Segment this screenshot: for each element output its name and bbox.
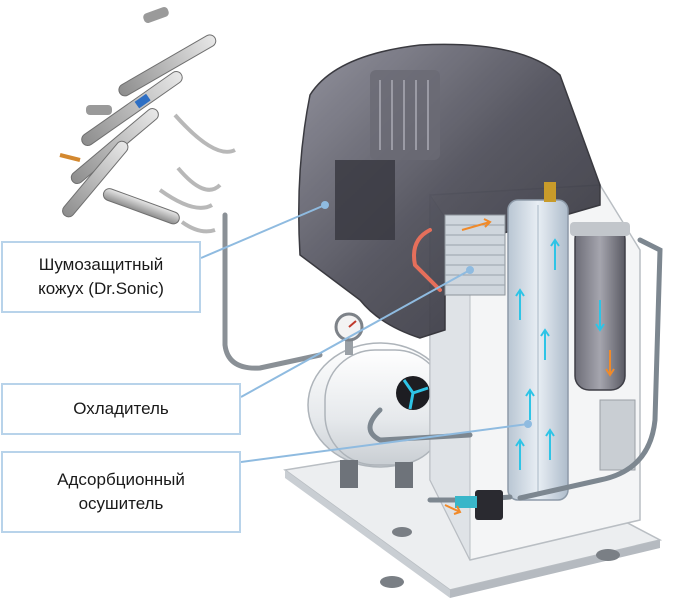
callout-adsorption-dryer: Адсорбционный осушитель [1, 451, 241, 533]
air-piping [222, 212, 663, 503]
callout-noise-shield-housing: Шумозащитный кожух (Dr.Sonic) [1, 241, 201, 313]
flow-arrows [444, 218, 615, 515]
dental-handpiece-icon [59, 6, 236, 234]
fan-icon [396, 376, 430, 410]
callout-housing-label: Шумозащитный кожух (Dr.Sonic) [38, 255, 164, 298]
solenoid-valve-icon [455, 490, 503, 520]
callout-cooler: Охладитель [1, 383, 241, 435]
cooler-radiator [444, 214, 506, 296]
leader-lines [200, 201, 532, 463]
noise-shield-hood [298, 43, 601, 339]
callout-cooler-label: Охладитель [73, 399, 169, 418]
adsorption-dryer-column [507, 182, 569, 501]
callout-dryer-label: Адсорбционный осушитель [57, 470, 185, 513]
